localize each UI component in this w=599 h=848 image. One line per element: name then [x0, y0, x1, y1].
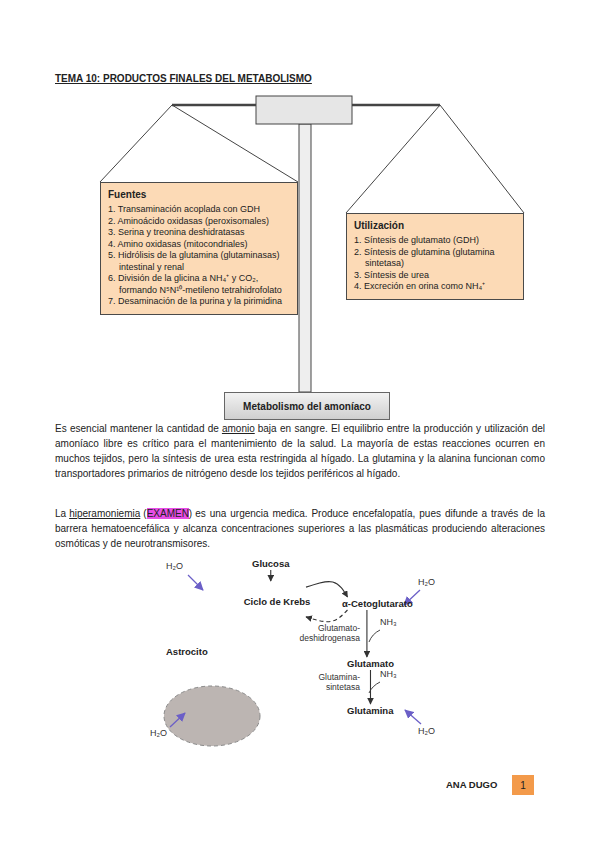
krebs-cycle: Ciclo de Krebs: [236, 581, 318, 623]
box-heading: Fuentes: [108, 188, 290, 201]
enzyme-label-wrap: Glutamina-sintetasa: [290, 672, 360, 692]
page-number: 1: [512, 775, 534, 795]
label-wrap: 1: [512, 775, 534, 795]
node-text: 7. Desaminación de la purina y la pirimi…: [108, 296, 290, 308]
label-wrap: H₂O: [166, 561, 183, 571]
scale-base-box: Metabolismo del amoníaco: [224, 392, 390, 420]
scale-pole: [299, 124, 311, 392]
uses-box: Utilización 1. Síntesis de glutamato (GDH…: [346, 213, 524, 300]
pan-string: [346, 105, 440, 213]
node-text: Metabolismo del amoníaco: [243, 401, 371, 412]
node-text: Glucosa: [250, 557, 292, 570]
water-label: H₂O: [166, 561, 183, 571]
node-text: 4. Excreción en orina como NH₄⁺: [354, 281, 516, 293]
exam-highlight: EXAMEN: [147, 508, 189, 519]
reaction-arrow: [306, 582, 347, 597]
node-text: 5. Hidrólisis de la glutamina (glutamina…: [108, 250, 290, 273]
label-wrap: NH₃: [380, 617, 397, 627]
water-arrow: [170, 713, 185, 727]
scale-head: [256, 96, 352, 124]
node-text: 1. Síntesis de glutamato (GDH): [354, 235, 516, 247]
sources-box: Fuentes 1. Transaminación acoplada con GD…: [100, 182, 298, 315]
body-text: ): [189, 508, 192, 519]
paragraph: Es esencial mantener la cantidad deamoni…: [55, 421, 545, 481]
body-text: Es esencial mantener la cantidad de: [55, 423, 219, 434]
body-text: amonio: [222, 423, 255, 434]
water-label: H₂O: [418, 577, 435, 587]
node-text: α-Cetoglutarato: [340, 597, 415, 610]
node-text: Glutamato: [345, 657, 396, 670]
water-label: H₂O: [418, 726, 435, 736]
metabolite-label: Glutamina: [345, 704, 395, 717]
node-text: 1. Transaminación acoplada con GDH: [108, 204, 290, 216]
label-wrap: H₂O: [418, 726, 435, 736]
enzyme-label: Glutamato-deshidrogenasa: [290, 623, 360, 643]
node-text: 2. Aminoácido oxidasas (peroxisomales): [108, 216, 290, 228]
label-wrap: ANA DUGO: [446, 779, 497, 790]
metabolite-label: α-Cetoglutarato: [340, 597, 415, 610]
node-text: Astrocito: [166, 646, 208, 657]
pan-string: [440, 105, 524, 213]
paragraph: Lahiperamoniemia(EXAMEN)es una urgencia …: [55, 506, 545, 551]
box-heading: Utilización: [354, 219, 516, 232]
nucleus: [164, 686, 260, 746]
pan-string: [100, 105, 172, 182]
ellipse-outline: [237, 582, 317, 622]
metabolite-label: Glucosa: [250, 557, 292, 570]
water-arrow: [188, 575, 203, 590]
body-text: hiperamoniemia: [69, 508, 140, 519]
ammonia-label: NH₃: [380, 669, 397, 679]
enzyme-label: Glutamina-sintetasa: [290, 672, 360, 692]
ellipse-outline: [149, 549, 454, 764]
node-text: 6. División de la glicina a NH₄⁺ y CO₂, …: [108, 273, 290, 296]
balance-scale: [100, 96, 524, 392]
astrocyte-cell: Astrocito GlucosaCiclo de Krebs α-Cetoglut…: [148, 548, 455, 765]
metabolite-label: Glutamato: [345, 657, 396, 670]
author-footer: ANA DUGO: [446, 779, 497, 790]
reaction-arrow: [366, 610, 367, 657]
label-wrap: NH₃: [380, 669, 397, 679]
node-text: 3. Síntesis de urea: [354, 270, 516, 282]
node-text: 4. Amino oxidasas (mitocondriales): [108, 239, 290, 251]
label-wrap: H₂O: [418, 577, 435, 587]
water-label: H₂O: [150, 728, 167, 738]
node-text: 3. Serina y treonina deshidratasas: [108, 227, 290, 239]
page-title: TEMA 10: PRODUCTOS FINALES DEL METABOLIS…: [55, 73, 312, 84]
water-arrow: [405, 710, 421, 724]
body-text: La: [55, 508, 66, 519]
ammonia-line: [369, 630, 380, 642]
title-wrap: TEMA 10: PRODUCTOS FINALES DEL METABOLIS…: [55, 73, 312, 84]
label-wrap: H₂O: [150, 728, 167, 738]
node-text: Glutamina: [345, 704, 395, 717]
reaction-arrow: [306, 610, 347, 622]
node-text: 2. Síntesis de glutamina (glutamina sint…: [354, 247, 516, 270]
reaction-arrow: [270, 570, 271, 581]
enzyme-label-wrap: Glutamato-deshidrogenasa: [290, 623, 360, 643]
ammonia-label: NH₃: [380, 617, 397, 627]
node-text: Ciclo de Krebs: [244, 597, 311, 607]
reaction-arrow: [370, 670, 371, 704]
